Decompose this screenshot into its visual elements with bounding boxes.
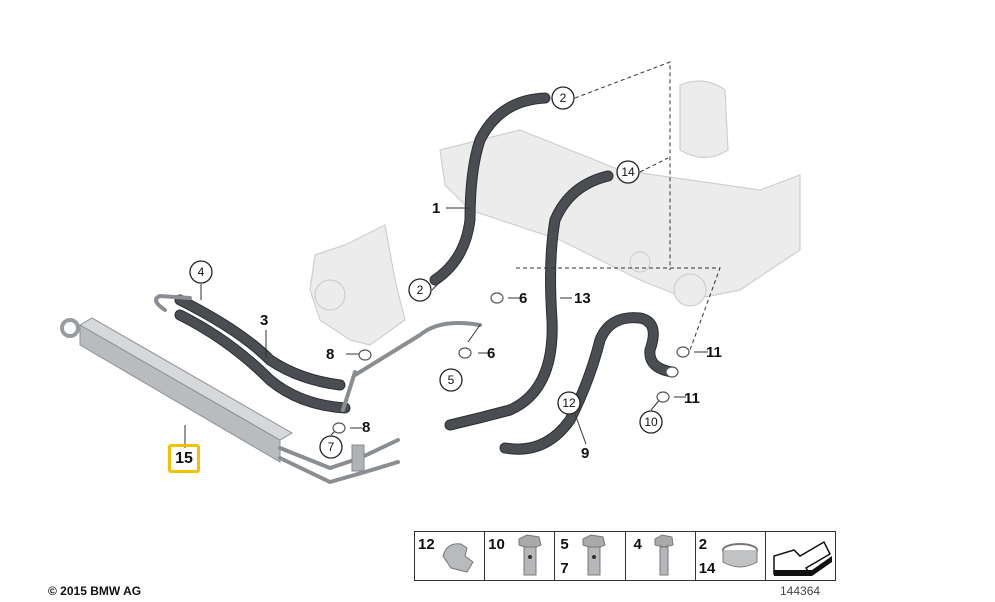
callout-10[interactable]: 10 (639, 410, 663, 434)
callout-6-mid[interactable]: 6 (487, 345, 495, 362)
callout-11-bottom[interactable]: 11 (684, 390, 700, 407)
legend-cell-direction-arrow[interactable] (766, 532, 835, 580)
callout-label: 10 (644, 415, 658, 429)
hose-9-illustration (499, 312, 678, 455)
callout-15-highlighted[interactable]: 15 (168, 444, 200, 473)
hose-1-illustration (429, 92, 551, 286)
clip-icon (442, 543, 474, 573)
callout-13[interactable]: 13 (574, 290, 591, 307)
callout-14[interactable]: 14 (616, 160, 640, 184)
callout-label: 2 (560, 91, 567, 105)
power-steering-pump-illustration (309, 224, 406, 346)
legend-label: 2 (698, 536, 708, 553)
callout-5[interactable]: 5 (439, 368, 463, 392)
callout-3[interactable]: 3 (260, 312, 268, 329)
parts-legend-strip: 12 10 5 7 4 2 14 (414, 531, 836, 581)
callout-label: 4 (198, 265, 205, 279)
legend-label: 14 (698, 560, 716, 577)
hex-bolt-icon (654, 534, 674, 576)
callout-label: 5 (448, 373, 455, 387)
legend-cell-hose-clamp[interactable]: 2 14 (696, 532, 766, 580)
copyright-notice: © 2015 BMW AG (48, 584, 142, 598)
callout-8-top[interactable]: 8 (326, 346, 334, 363)
legend-label: 10 (488, 536, 505, 553)
legend-cell-clip[interactable]: 12 (415, 532, 486, 580)
legend-cell-hex-bolt[interactable]: 4 (626, 532, 696, 580)
direction-arrow-icon (773, 540, 832, 576)
callout-6-top[interactable]: 6 (519, 290, 527, 307)
callout-label: 2 (417, 283, 424, 297)
callout-label: 14 (621, 165, 635, 179)
legend-cell-banjo-bolt-10[interactable]: 10 (485, 532, 556, 580)
diagram-number: 144364 (780, 584, 821, 598)
legend-label: 4 (633, 536, 642, 553)
hose-13-illustration (444, 170, 614, 431)
callout-7[interactable]: 7 (319, 435, 343, 459)
callout-label: 7 (328, 440, 335, 454)
callout-2-pump[interactable]: 2 (408, 278, 432, 302)
callout-8-bottom[interactable]: 8 (362, 419, 370, 436)
callout-9[interactable]: 9 (581, 445, 589, 462)
callout-label: 12 (562, 396, 576, 410)
legend-label: 7 (560, 560, 569, 577)
hose-clamp-icon (721, 543, 758, 568)
oil-cooler-illustration (60, 317, 400, 485)
callout-12[interactable]: 12 (557, 391, 581, 415)
seal-rings (332, 292, 690, 434)
callout-2-top[interactable]: 2 (551, 86, 575, 110)
callout-11-top[interactable]: 11 (706, 344, 722, 361)
banjo-bolt-icon (582, 534, 606, 576)
hose-3-illustration (154, 293, 482, 414)
callout-4[interactable]: 4 (189, 260, 213, 284)
banjo-bolt-icon (518, 534, 542, 576)
legend-label: 5 (560, 536, 569, 553)
callout-1[interactable]: 1 (432, 200, 440, 217)
legend-label: 12 (418, 536, 435, 553)
legend-cell-banjo-bolt-5-7[interactable]: 5 7 (555, 532, 626, 580)
